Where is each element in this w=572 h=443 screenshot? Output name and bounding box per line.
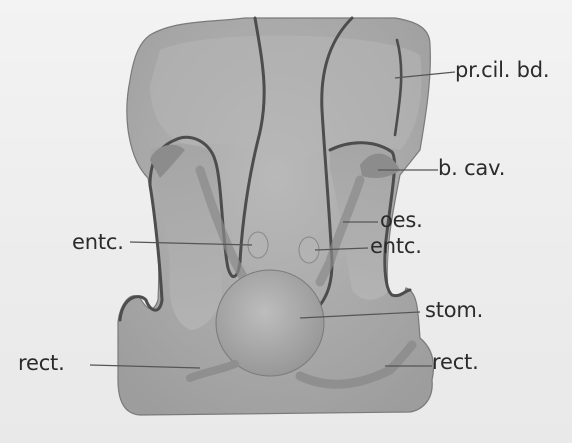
label-b-cav: b. cav. (438, 158, 505, 179)
label-stom: stom. (425, 300, 483, 321)
label-pr-cil-bd: pr.cil. bd. (455, 60, 549, 81)
label-rect-left: rect. (18, 353, 65, 374)
label-oes: oes. (380, 210, 423, 231)
label-entc-left: entc. (72, 232, 124, 253)
oral-lobe (150, 36, 422, 160)
label-entc-right: entc. (370, 236, 422, 257)
label-rect-right: rect. (432, 352, 479, 373)
stomach (216, 270, 324, 376)
